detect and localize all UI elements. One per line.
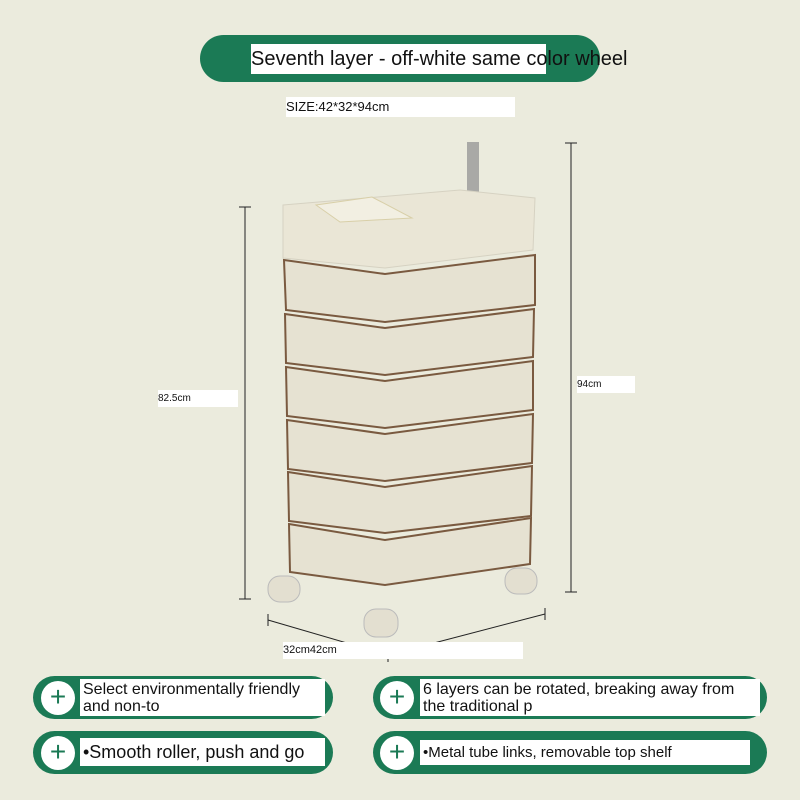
feature-text-3: •Smooth roller, push and go: [80, 738, 325, 766]
plus-icon: +: [41, 736, 75, 770]
width-depth-label: 32cm42cm: [283, 642, 523, 659]
title-text: Seventh layer - off-white same color whe…: [251, 44, 627, 74]
plus-icon: +: [380, 736, 414, 770]
size-label: SIZE:42*32*94cm: [286, 97, 515, 117]
height-label-left: 82.5cm: [158, 390, 238, 407]
feature-text-1: Select environmentally friendly and non-…: [80, 679, 325, 716]
feature-text-4: •Metal tube links, removable top shelf: [420, 740, 750, 765]
plus-icon: +: [380, 681, 414, 715]
product-image-rolling-cart: [239, 142, 577, 662]
feature-text-2: 6 layers can be rotated, breaking away f…: [420, 679, 760, 716]
height-label-right: 94cm: [577, 376, 635, 393]
plus-icon: +: [41, 681, 75, 715]
